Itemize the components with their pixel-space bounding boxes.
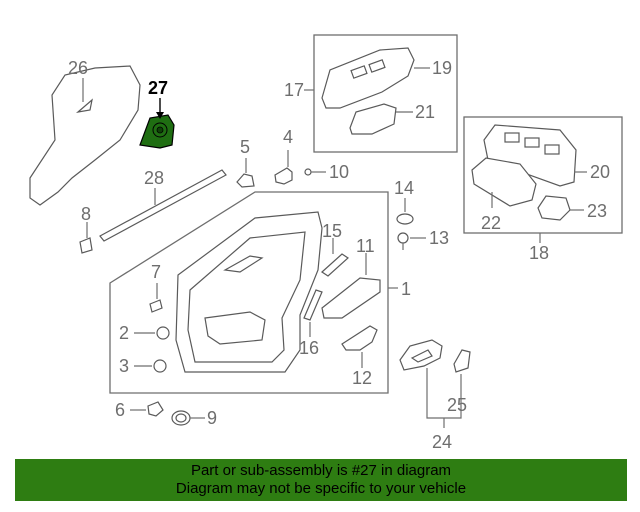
- part-3-drawing: [153, 359, 167, 373]
- part-14-drawing: [396, 213, 414, 225]
- part-1-drawing: [175, 211, 323, 373]
- part-5-drawing: [236, 173, 255, 188]
- part-25-drawing: [453, 349, 471, 373]
- label-7: 7: [151, 262, 161, 282]
- label-11: 11: [356, 236, 375, 256]
- label-26: 26: [68, 58, 88, 78]
- banner-line-1: Part or sub-assembly is #27 in diagram: [190, 462, 452, 479]
- label-13: 13: [429, 228, 449, 248]
- label-21: 21: [415, 102, 435, 122]
- part-26-drawing: [29, 65, 141, 206]
- part-21-drawing: [349, 103, 397, 135]
- label-15: 15: [322, 221, 342, 241]
- part-8-drawing: [79, 237, 93, 254]
- part-24-drawing: [399, 339, 443, 371]
- label-2: 2: [119, 323, 129, 343]
- label-9: 9: [207, 408, 217, 428]
- part-13-drawing: [397, 232, 409, 250]
- part-19-drawing: [321, 47, 415, 109]
- label-3: 3: [119, 356, 129, 376]
- part-7-drawing: [149, 299, 163, 313]
- banner-line-2: Diagram may not be specific to your vehi…: [175, 480, 467, 497]
- label-23: 23: [587, 201, 607, 221]
- part-6-drawing: [147, 401, 164, 417]
- label-27: 27: [148, 78, 168, 98]
- label-1: 1: [401, 279, 411, 299]
- part-2-drawing: [156, 326, 170, 340]
- label-16: 16: [299, 338, 319, 358]
- label-17: 17: [284, 80, 304, 100]
- part-15-drawing: [321, 253, 349, 277]
- part-28-drawing: [99, 169, 227, 242]
- label-24: 24: [432, 432, 452, 452]
- label-10: 10: [329, 162, 349, 182]
- label-20: 20: [590, 162, 610, 182]
- part-22-drawing: [471, 157, 537, 207]
- part-12-drawing: [341, 325, 378, 351]
- part-16-drawing: [303, 289, 323, 321]
- part-4-drawing: [274, 167, 293, 185]
- label-25: 25: [447, 395, 467, 415]
- part-27-drawing: [139, 114, 175, 149]
- label-8: 8: [81, 204, 91, 224]
- label-28: 28: [144, 168, 164, 188]
- label-18: 18: [529, 243, 549, 263]
- label-14: 14: [394, 178, 414, 198]
- label-22: 22: [481, 213, 501, 233]
- label-12: 12: [352, 368, 372, 388]
- part-11-drawing: [321, 277, 381, 319]
- label-6: 6: [115, 400, 125, 420]
- label-4: 4: [283, 127, 293, 147]
- label-19: 19: [432, 58, 452, 78]
- info-banner: Part or sub-assembly is #27 in diagram D…: [15, 459, 627, 501]
- part-10-drawing: [304, 168, 312, 176]
- label-5: 5: [240, 137, 250, 157]
- part-9-drawing: [171, 410, 191, 426]
